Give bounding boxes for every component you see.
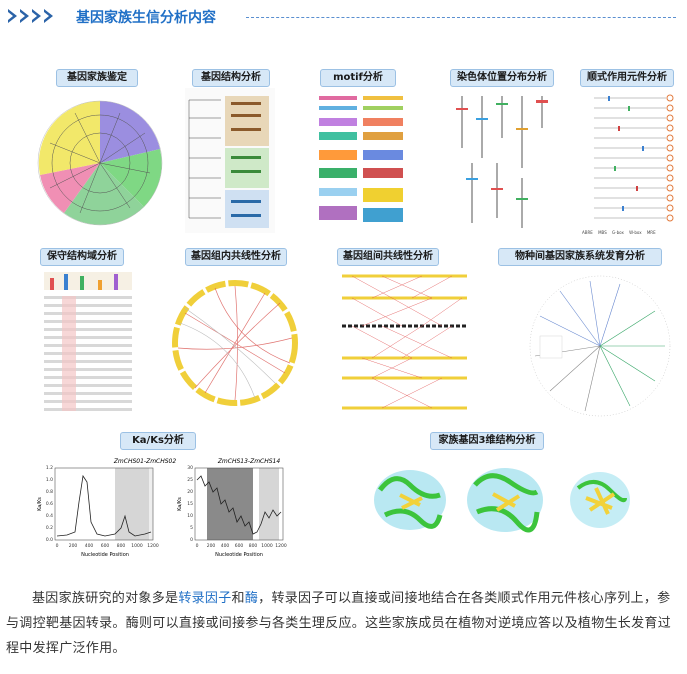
- intra-synteny-figure: [172, 280, 298, 406]
- label-phylogenetic: 物种间基因家族系统发育分析: [498, 248, 662, 266]
- para-text-1: 基因家族研究的对象多是: [32, 591, 179, 606]
- chevron-icon: [44, 9, 53, 23]
- label-inter-synteny: 基因组间共线性分析: [337, 248, 439, 266]
- chevron-icon: [8, 9, 17, 23]
- kaks2-xtick: 800: [249, 543, 258, 549]
- kaks1-xlabel: Nucleotide Position: [81, 552, 129, 558]
- kaks1-ylabel: Ka/Ks: [37, 497, 43, 511]
- kaks-chart2-title: ZmCHS13-ZmCHS14: [217, 458, 281, 465]
- kaks2-xtick: 200: [207, 543, 216, 549]
- chevron-icon: [20, 9, 29, 23]
- label-conserved-domain: 保守结构域分析: [40, 248, 124, 266]
- section-title: 基因家族生信分析内容: [76, 10, 216, 26]
- kaks1-ytick: 1.0: [46, 477, 53, 483]
- kaks1-xtick: 1200: [147, 543, 159, 549]
- motif-figure: [315, 88, 407, 233]
- kaks1-ytick: 0.6: [46, 501, 53, 507]
- kaks2-xtick: 1200: [275, 543, 287, 549]
- inter-synteny-figure: [342, 274, 467, 410]
- label-cis-elements: 顺式作用元件分析: [580, 69, 674, 87]
- svg-text:ABRE MBS G-box W-b: ABRE MBS G-box W-box MRE: [582, 230, 656, 235]
- kaks2-ytick: 0: [190, 537, 193, 543]
- kaks1-xtick: 800: [117, 543, 126, 549]
- kaks2-xtick: 0: [196, 543, 199, 549]
- kaks2-xlabel: Nucleotide Position: [215, 552, 263, 558]
- kaks2-ytick: 15: [187, 501, 193, 507]
- kaks2-xtick: 400: [221, 543, 230, 549]
- kaks2-ytick: 30: [187, 465, 193, 471]
- legend-abre: ABRE: [582, 230, 593, 235]
- label-gene-family-identification: 基因家族鉴定: [56, 69, 138, 87]
- kaks1-xtick: 400: [85, 543, 94, 549]
- highlight-enzyme: 酶: [244, 591, 259, 606]
- kaks2-xtick: 600: [235, 543, 244, 549]
- kaks2-ytick: 25: [187, 477, 193, 483]
- kaks2-ytick: 5: [190, 525, 193, 531]
- kaks2-xtick: 1000: [261, 543, 273, 549]
- phylogenetic-tree-figure: [529, 275, 671, 417]
- kaks1-ytick: 0.0: [46, 537, 53, 543]
- kaks-figures: ZmCHS01-ZmCHS02 0.0 0.2 0.4 0.6 0.8 1.0 …: [37, 458, 287, 558]
- description-paragraph: 基因家族研究的对象多是转录因子和酶，转录因子可以直接或间接地结合在各类顺式作用元…: [6, 586, 680, 661]
- section-header: 基因家族生信分析内容: [8, 6, 680, 28]
- legend-mre: MRE: [647, 230, 656, 235]
- chromosome-figure: [456, 96, 548, 228]
- label-chromosome-distribution: 染色体位置分布分析: [450, 69, 554, 87]
- header-divider: [246, 17, 676, 18]
- legend-wbox: W-box: [629, 230, 642, 235]
- kaks2-ylabel: Ka/Ks: [177, 497, 183, 511]
- kaks1-ytick: 0.8: [46, 489, 53, 495]
- kaks2-ytick: 10: [187, 513, 193, 519]
- kaks1-ytick: 0.4: [46, 513, 53, 519]
- label-3d-structure: 家族基因3维结构分析: [430, 432, 544, 450]
- kaks2-ytick: 20: [187, 489, 193, 495]
- kaks1-xtick: 1000: [131, 543, 143, 549]
- para-text-3: ，转录因子可以直接或间接地结合在各类顺式作用元件核心序列上，参与调控靶基因转录。…: [6, 591, 672, 656]
- para-text-2: 和: [231, 591, 245, 606]
- kaks1-xtick: 0: [56, 543, 59, 549]
- label-intra-synteny: 基因组内共线性分析: [185, 248, 287, 266]
- label-motif: motif分析: [320, 69, 396, 87]
- circular-tree-figure: [37, 100, 163, 226]
- kaks1-xtick: 600: [101, 543, 110, 549]
- highlight-transcription-factor: 转录因子: [178, 591, 232, 606]
- kaks1-xtick: 200: [69, 543, 78, 549]
- legend-mbs: MBS: [598, 230, 607, 235]
- chevron-icon: [32, 9, 41, 23]
- kaks1-ytick: 0.2: [46, 525, 53, 531]
- conserved-domain-figure: [44, 272, 132, 411]
- legend-gbox: G-box: [612, 230, 624, 235]
- label-kaks: Ka/Ks分析: [120, 432, 196, 450]
- label-gene-structure: 基因结构分析: [192, 69, 270, 87]
- kaks1-ytick: 1.2: [46, 465, 53, 471]
- kaks-chart1-title: ZmCHS01-ZmCHS02: [113, 458, 177, 465]
- protein-structure-figures: [374, 468, 630, 533]
- cis-element-figure: ABRE MBS G-box W-box MRE: [582, 94, 674, 235]
- gene-structure-figure: [185, 88, 275, 233]
